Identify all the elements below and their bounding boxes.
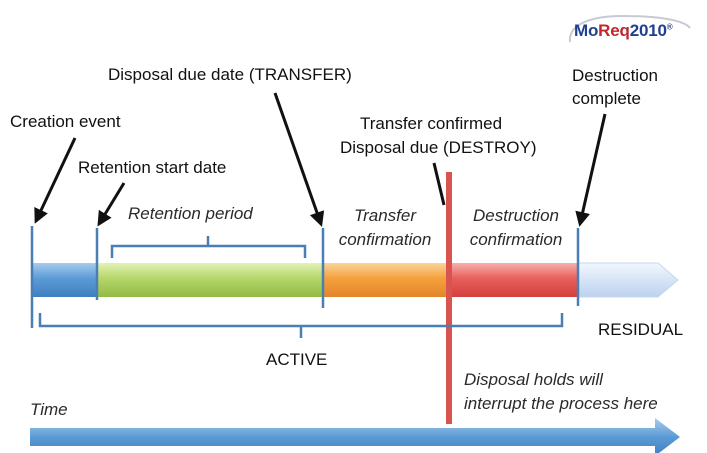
arrow-creation bbox=[34, 137, 77, 224]
logo-text: MoReq2010® bbox=[574, 21, 673, 41]
arrow-transfer-confirmed bbox=[432, 162, 446, 206]
logo-mark: ® bbox=[666, 22, 673, 32]
segment-transfer bbox=[323, 263, 448, 297]
segment-creation bbox=[32, 263, 97, 297]
label-holds-2: interrupt the process here bbox=[464, 394, 658, 413]
label-destruction-complete-2: complete bbox=[572, 89, 641, 108]
label-time: Time bbox=[30, 400, 68, 419]
label-holds-1: Disposal holds will bbox=[464, 370, 603, 389]
disposal-hold-line bbox=[446, 172, 452, 424]
active-bracket bbox=[38, 313, 564, 338]
logo-swoosh bbox=[568, 14, 691, 43]
label-disposal-due-destroy: Disposal due (DESTROY) bbox=[340, 138, 537, 157]
arrow-retention-start bbox=[97, 182, 126, 227]
segment-retention bbox=[97, 263, 323, 297]
arrow-destruction-complete bbox=[575, 113, 607, 227]
label-active: ACTIVE bbox=[266, 350, 328, 369]
segment-residual bbox=[577, 262, 679, 298]
retention-bracket bbox=[110, 236, 307, 258]
label-destruction-confirmation-1: Destruction bbox=[473, 206, 559, 225]
moreq-logo: MoReq2010® bbox=[562, 12, 698, 52]
logo-text-2010: 2010 bbox=[629, 21, 667, 40]
label-transfer-confirmation-2: confirmation bbox=[338, 230, 432, 249]
logo-text-mo: Mo bbox=[574, 21, 599, 40]
label-destruction-confirmation-2: confirmation bbox=[469, 230, 563, 249]
time-arrow bbox=[30, 418, 680, 453]
label-residual: RESIDUAL bbox=[598, 320, 684, 339]
label-disposal-due-transfer: Disposal due date (TRANSFER) bbox=[108, 65, 352, 84]
label-transfer-confirmation-1: Transfer bbox=[353, 206, 417, 225]
arrow-transfer-due bbox=[273, 92, 325, 227]
label-creation-event: Creation event bbox=[10, 112, 121, 131]
label-transfer-confirmed: Transfer confirmed bbox=[360, 114, 503, 133]
logo-text-req: Req bbox=[598, 21, 630, 40]
segment-destruction bbox=[448, 263, 578, 297]
label-retention-start: Retention start date bbox=[78, 158, 227, 177]
label-destruction-complete-1: Destruction bbox=[572, 66, 658, 85]
label-retention-period: Retention period bbox=[128, 204, 253, 223]
